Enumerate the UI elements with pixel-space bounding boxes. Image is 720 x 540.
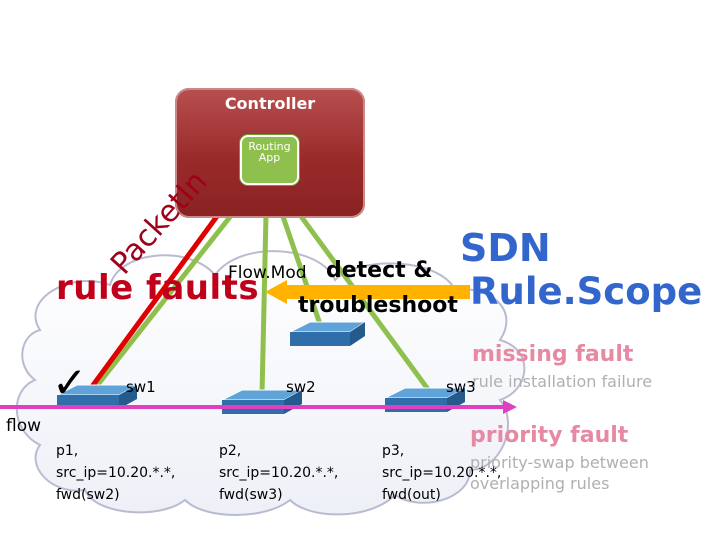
rule-sw1-line: p1, (56, 443, 79, 459)
rule-sw3: p3, src_ip=10.20.*.*, fwd(out) (382, 440, 501, 506)
rule-sw2-line: fwd(sw3) (219, 487, 283, 503)
detect-label: detect & (326, 258, 433, 283)
routing-app-label: Routing App (240, 141, 299, 163)
rule-sw3-line: fwd(out) (382, 487, 441, 503)
switch-label-sw1: sw1 (126, 378, 156, 396)
check-icon: ✓ (52, 358, 88, 407)
rule-sw3-line: src_ip=10.20.*.*, (382, 465, 502, 481)
controller-label: Controller (224, 94, 316, 113)
rule-sw1-line: fwd(sw2) (56, 487, 120, 503)
brand-sdn: SDN (460, 226, 551, 270)
flowmod-label: Flow.Mod (228, 263, 307, 283)
missing-fault-description: rule installation failure (472, 372, 653, 391)
priority-fault-title: priority fault (470, 423, 629, 448)
flow-label: flow (6, 416, 42, 436)
rule-sw2: p2, src_ip=10.20.*.*, fwd(sw3) (219, 440, 338, 506)
priority-fault-description: priority-swap between overlapping rules (470, 453, 649, 493)
routing-app-label-line2: App (258, 151, 281, 164)
rule-sw3-line: p3, (382, 443, 405, 459)
rule-sw1-line: src_ip=10.20.*.*, (56, 465, 176, 481)
brand-rulescope: Rule.Scope (470, 270, 703, 313)
rule-sw1: p1, src_ip=10.20.*.*, fwd(sw2) (56, 440, 175, 506)
rule-faults-label: rule faults (56, 268, 260, 308)
switch-label-sw3: sw3 (446, 378, 476, 396)
missing-fault-title: missing fault (472, 342, 634, 367)
rule-sw2-line: src_ip=10.20.*.*, (219, 465, 339, 481)
troubleshoot-label: troubleshoot (298, 293, 458, 318)
switch-label-sw2: sw2 (286, 378, 316, 396)
routing-app-box (240, 135, 299, 185)
routing-app-label-line1: Routing (248, 140, 291, 153)
switch-center (289, 321, 367, 346)
rule-sw2-line: p2, (219, 443, 242, 459)
